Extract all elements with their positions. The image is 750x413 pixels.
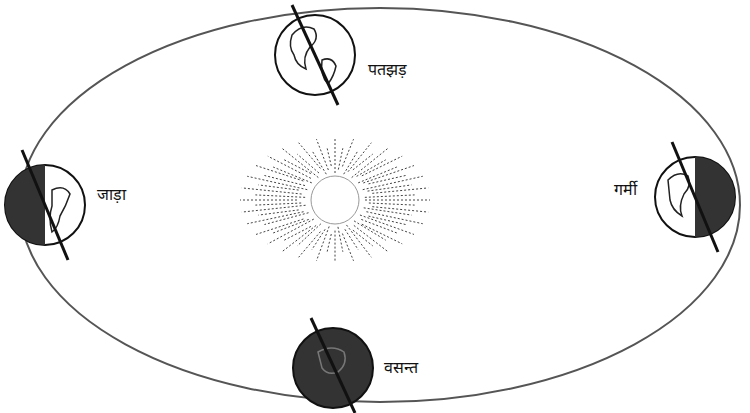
earth-spring bbox=[293, 318, 373, 413]
earth-winter bbox=[5, 150, 85, 260]
sun bbox=[240, 138, 430, 262]
earth-summer bbox=[655, 142, 735, 252]
earth-autumn bbox=[275, 5, 355, 105]
season-label: गर्मी bbox=[612, 178, 639, 200]
season-label: वसन्त bbox=[382, 356, 420, 378]
season-label: जाड़ा bbox=[95, 183, 128, 205]
orbit bbox=[20, 8, 740, 402]
season-label: पतझड़ bbox=[366, 58, 409, 80]
